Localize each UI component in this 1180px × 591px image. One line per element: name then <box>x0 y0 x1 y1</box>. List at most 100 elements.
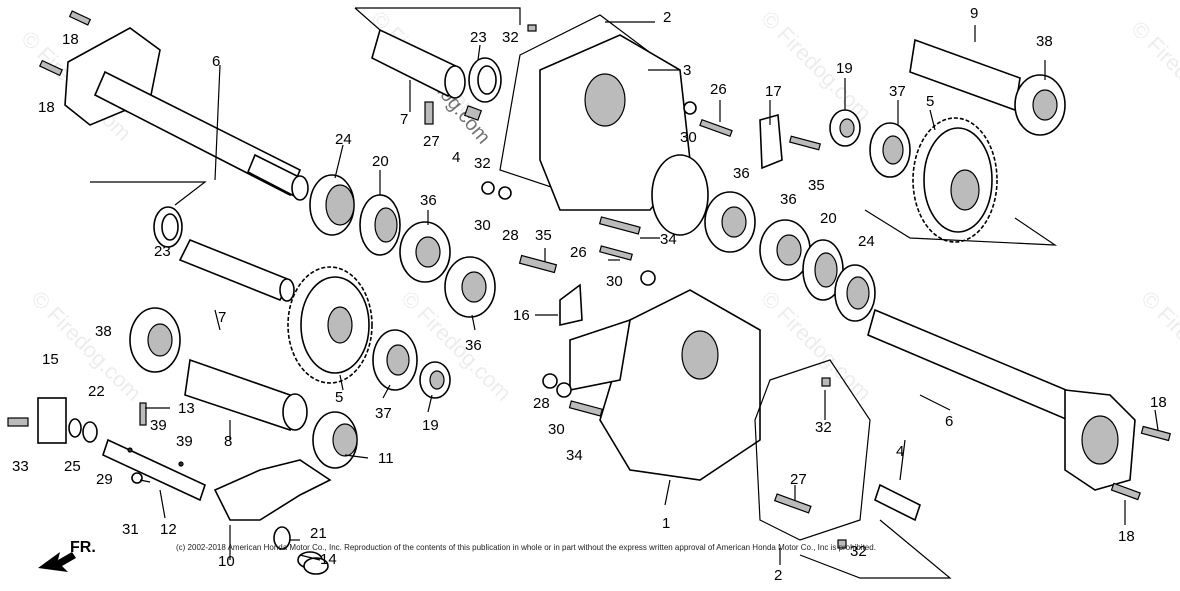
callout-38-left: 38 <box>95 323 112 340</box>
shift-rod-12 <box>102 438 206 502</box>
bearing-38-right <box>1014 74 1066 136</box>
gear-5-right <box>912 117 998 243</box>
watermark-8: © Firedog.com <box>1136 286 1180 406</box>
callout-4-upper: 4 <box>452 149 460 166</box>
callout-31: 31 <box>122 521 139 538</box>
axle-shaft-left <box>64 27 309 201</box>
nut-19-right <box>829 109 861 147</box>
callout-35-a: 35 <box>808 177 825 194</box>
sleeve-4-right <box>874 483 921 522</box>
callout-20-left: 20 <box>372 153 389 170</box>
callout-7-upper: 7 <box>400 111 408 128</box>
callout-36-b: 36 <box>465 337 482 354</box>
bearing-36-a <box>399 221 451 283</box>
callout-33: 33 <box>12 458 29 475</box>
callout-26-a: 26 <box>710 81 727 98</box>
callout-38-right: 38 <box>1036 33 1053 50</box>
callout-37-right: 37 <box>889 83 906 100</box>
callout-5-lower: 5 <box>335 389 343 406</box>
callout-20-right: 20 <box>820 210 837 227</box>
callout-16: 16 <box>513 307 530 324</box>
callout-9: 9 <box>970 5 978 22</box>
washer-22 <box>82 421 98 443</box>
callout-6-right: 6 <box>945 413 953 430</box>
washer-21 <box>273 526 291 550</box>
gasket-2-lower <box>754 359 871 541</box>
callout-37-lower: 37 <box>375 405 392 422</box>
bearing-37-right <box>869 122 911 178</box>
callout-3: 3 <box>683 62 691 79</box>
callout-2-lower: 2 <box>774 567 782 584</box>
washer-25 <box>68 418 82 438</box>
callout-18-c: 18 <box>1150 394 1167 411</box>
callout-2-upper: 2 <box>663 9 671 26</box>
bearing-37-lower <box>372 329 418 391</box>
callout-34-a: 34 <box>660 231 677 248</box>
callout-24-right: 24 <box>858 233 875 250</box>
callout-12: 12 <box>160 521 177 538</box>
callout-22: 22 <box>88 383 105 400</box>
case-3 <box>539 34 709 236</box>
studs-left <box>38 10 92 77</box>
bearing-36-d <box>759 219 811 281</box>
callout-32-b: 32 <box>474 155 491 172</box>
bearing-36-c <box>704 191 756 253</box>
nut-19-lower <box>419 361 451 399</box>
bearing-24-right <box>834 264 876 322</box>
callout-28-b: 28 <box>533 395 550 412</box>
callout-5-right: 5 <box>926 93 934 110</box>
callout-30-c: 30 <box>606 273 623 290</box>
case-1 <box>569 289 761 481</box>
callout-36-a: 36 <box>420 192 437 209</box>
front-direction-arrow: FR. <box>38 539 96 572</box>
callout-18-b: 18 <box>38 99 55 116</box>
callout-30-d: 30 <box>548 421 565 438</box>
callout-18-a: 18 <box>62 31 79 48</box>
callout-36-c: 36 <box>733 165 750 182</box>
callout-35-b: 35 <box>535 227 552 244</box>
callout-32-a: 32 <box>502 29 519 46</box>
callout-34-b: 34 <box>566 447 583 464</box>
gear-20-upper <box>359 194 401 256</box>
watermark-3: © Firedog.com <box>756 6 876 126</box>
washer-23-left <box>153 206 183 248</box>
callout-23-left: 23 <box>154 243 171 260</box>
callout-14: 14 <box>320 551 337 568</box>
callout-27-upper: 27 <box>423 133 440 150</box>
callout-23-upper: 23 <box>470 29 487 46</box>
callout-24-left: 24 <box>335 131 352 148</box>
watermark-4: © Firedog.com <box>1126 16 1180 136</box>
callout-17: 17 <box>765 83 782 100</box>
bolt-33 <box>7 417 29 427</box>
clutch-11 <box>312 411 358 469</box>
callout-10: 10 <box>218 553 235 570</box>
callout-8: 8 <box>224 433 232 450</box>
studs-right <box>1110 425 1172 501</box>
callout-28-a: 28 <box>502 227 519 244</box>
callout-19-lower: 19 <box>422 417 439 434</box>
bearing-36-b <box>444 256 496 318</box>
pin-13 <box>139 402 147 426</box>
holder-15 <box>37 397 67 444</box>
callout-27-lower: 27 <box>790 471 807 488</box>
sleeve-7-upper <box>371 28 466 99</box>
callout-4-right: 4 <box>896 443 904 460</box>
leader-lines <box>90 7 1159 579</box>
part-callouts: 18 18 6 24 20 36 36 23 7 38 5 37 19 8 11… <box>12 5 1167 584</box>
gear-5-lower <box>287 266 373 384</box>
seal-23-upper <box>468 57 502 103</box>
callout-15: 15 <box>42 351 59 368</box>
callout-18-d: 18 <box>1118 528 1135 545</box>
shaft-8 <box>184 358 308 432</box>
bearing-24 <box>309 174 355 236</box>
callout-21: 21 <box>310 525 327 542</box>
bracket-17 <box>759 113 783 170</box>
callout-11: 11 <box>378 450 394 467</box>
callout-30-a: 30 <box>474 217 491 234</box>
callout-1: 1 <box>662 515 670 532</box>
gear-20-right <box>802 239 844 301</box>
callout-36-d: 36 <box>780 191 797 208</box>
callout-32-c: 32 <box>815 419 832 436</box>
callout-13: 13 <box>178 400 195 417</box>
